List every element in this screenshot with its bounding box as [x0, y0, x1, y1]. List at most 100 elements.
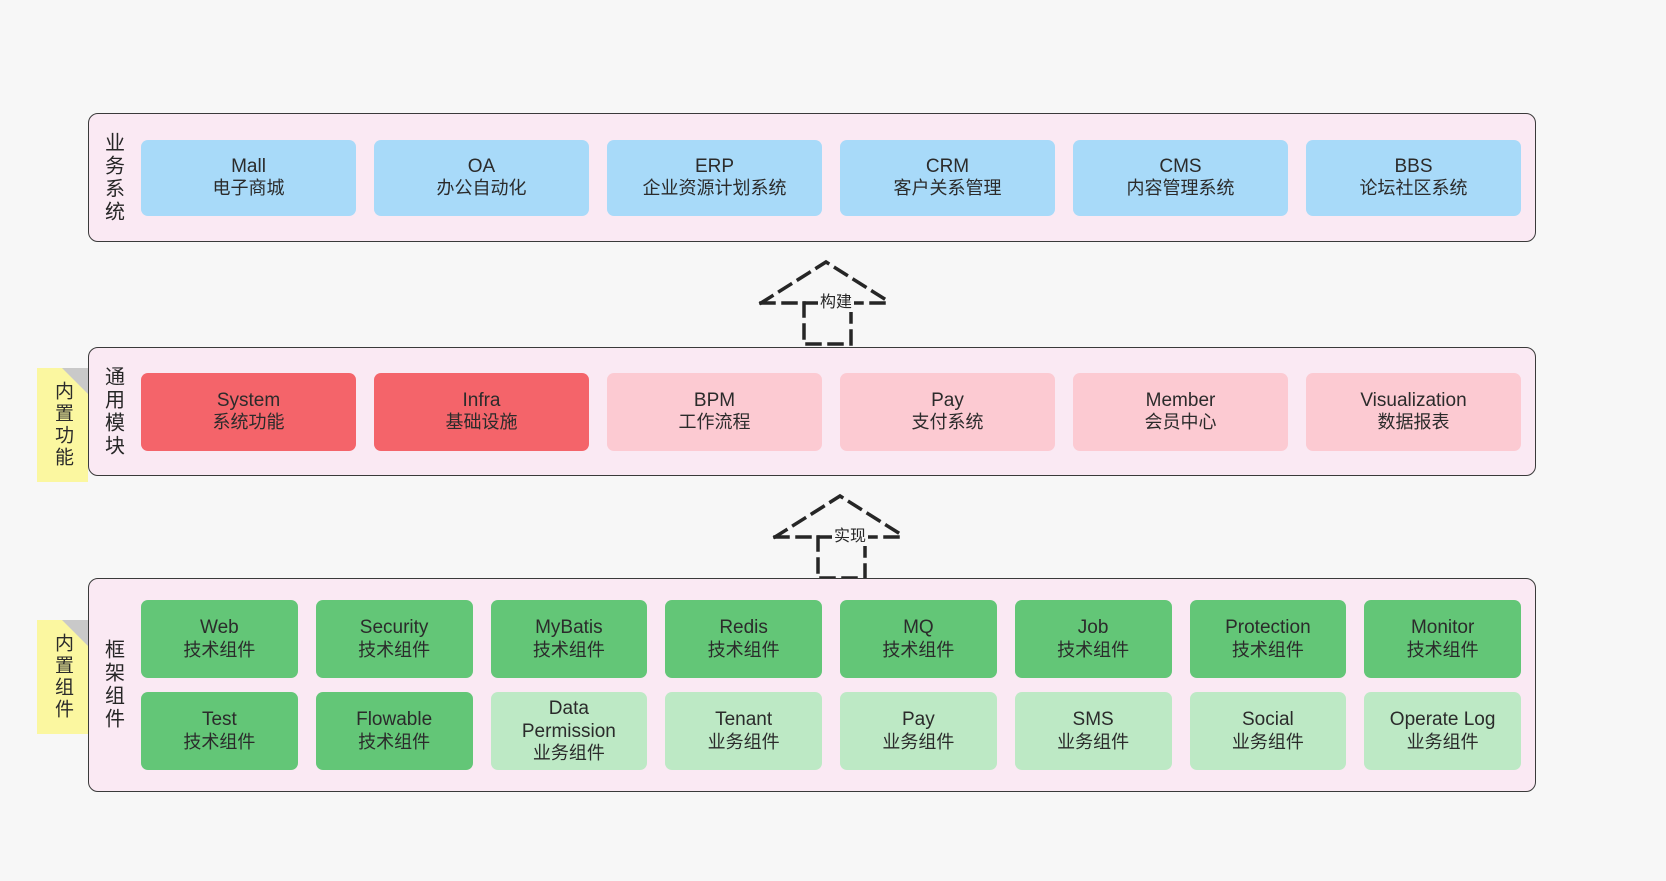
box-title-en: Data Permission [521, 697, 616, 743]
box-title-en: Member [1145, 389, 1216, 411]
sticky-note-label: 内置组件 [52, 633, 73, 721]
box-title-en: Redis [719, 617, 768, 639]
box-title-cn: 工作流程 [678, 412, 751, 433]
layer-business-title: 业务系统 [101, 131, 124, 224]
box-title-en: OA [467, 155, 496, 177]
framework-box-monitor[interactable]: Monitor 技术组件 [1364, 600, 1521, 678]
box-title-en: Web [200, 617, 239, 639]
arrow-build-label: 构建 [818, 288, 855, 312]
box-title-en: CRM [925, 155, 970, 177]
layer-modules-body: System 系统功能 Infra 基础设施 BPM 工作流程 Pay 支付系统… [135, 348, 1535, 475]
box-title-cn: 会员中心 [1144, 412, 1217, 433]
box-title-cn: 数据报表 [1377, 412, 1450, 433]
box-title-en: MyBatis [535, 617, 603, 639]
framework-box-sms[interactable]: SMS 业务组件 [1014, 692, 1172, 770]
layer-business-body: Mall 电子商城 OA 办公自动化 ERP 企业资源计划系统 CRM 客户关系… [135, 114, 1535, 241]
box-title-en: SMS [1072, 709, 1114, 731]
layer-common-modules: 通用模块 System 系统功能 Infra 基础设施 BPM 工作流程 Pay… [88, 347, 1536, 476]
business-box-mall[interactable]: Mall 电子商城 [141, 139, 356, 216]
box-title-cn: 技术组件 [183, 731, 256, 752]
box-title-cn: 技术组件 [358, 639, 431, 660]
box-title-en: Infra [462, 389, 501, 411]
framework-box-operate-log[interactable]: Operate Log 业务组件 [1364, 692, 1521, 770]
sticky-note-label: 内置功能 [52, 381, 73, 469]
box-title-en: Flowable [356, 709, 433, 731]
box-title-en: BPM [693, 389, 736, 411]
box-title-cn: 内容管理系统 [1126, 178, 1235, 199]
framework-box-redis[interactable]: Redis 技术组件 [665, 600, 822, 678]
framework-box-job[interactable]: Job 技术组件 [1014, 600, 1172, 678]
business-box-bbs[interactable]: BBS 论坛社区系统 [1306, 139, 1521, 216]
sticky-note-builtin-features: 内置功能 [37, 368, 88, 482]
box-title-en: Job [1077, 617, 1109, 639]
business-systems-row: Mall 电子商城 OA 办公自动化 ERP 企业资源计划系统 CRM 客户关系… [141, 139, 1521, 216]
framework-box-mybatis[interactable]: MyBatis 技术组件 [490, 600, 648, 678]
layer-modules-title: 通用模块 [101, 365, 124, 458]
framework-box-tenant[interactable]: Tenant 业务组件 [665, 692, 822, 770]
layer-framework-components: 框架组件 Web 技术组件 Security 技术组件 MyBatis 技术组件… [88, 578, 1536, 792]
module-box-infra[interactable]: Infra 基础设施 [374, 372, 589, 451]
framework-box-test[interactable]: Test 技术组件 [141, 692, 298, 770]
module-box-pay[interactable]: Pay 支付系统 [840, 372, 1055, 451]
framework-box-mq[interactable]: MQ 技术组件 [840, 600, 997, 678]
layer-framework-title: 框架组件 [101, 639, 124, 731]
box-title-cn: 技术组件 [882, 639, 955, 660]
box-title-en: System [216, 389, 281, 411]
box-title-en: Test [201, 709, 237, 731]
box-title-cn: 技术组件 [532, 639, 605, 660]
box-title-en: CMS [1159, 155, 1202, 177]
business-box-cms[interactable]: CMS 内容管理系统 [1073, 139, 1288, 216]
module-box-system[interactable]: System 系统功能 [141, 372, 356, 451]
box-title-cn: 企业资源计划系统 [642, 178, 787, 199]
framework-row-tech: Web 技术组件 Security 技术组件 MyBatis 技术组件 Redi… [141, 600, 1521, 678]
business-box-crm[interactable]: CRM 客户关系管理 [840, 139, 1055, 216]
box-title-en: Monitor [1410, 617, 1475, 639]
framework-box-flowable[interactable]: Flowable 技术组件 [315, 692, 473, 770]
box-title-en: Tenant [715, 709, 773, 731]
box-title-cn: 业务组件 [882, 731, 955, 752]
framework-box-security[interactable]: Security 技术组件 [315, 600, 473, 678]
module-box-bpm[interactable]: BPM 工作流程 [607, 372, 822, 451]
box-title-cn: 技术组件 [707, 639, 780, 660]
box-title-en: Social [1242, 709, 1294, 731]
box-title-cn: 系统功能 [212, 412, 285, 433]
framework-box-pay[interactable]: Pay 业务组件 [840, 692, 997, 770]
business-box-oa[interactable]: OA 办公自动化 [374, 139, 589, 216]
arrow-implement: 实现 [770, 492, 920, 582]
box-title-en: Pay [931, 389, 964, 411]
box-title-en: Operate Log [1389, 709, 1496, 731]
box-title-en: Protection [1225, 617, 1311, 639]
framework-box-web[interactable]: Web 技术组件 [141, 600, 298, 678]
box-title-cn: 电子商城 [212, 178, 285, 199]
box-title-en: BBS [1394, 155, 1433, 177]
framework-box-data-permission[interactable]: Data Permission 业务组件 [490, 692, 648, 770]
box-title-cn: 技术组件 [1057, 639, 1130, 660]
common-modules-row: System 系统功能 Infra 基础设施 BPM 工作流程 Pay 支付系统… [141, 372, 1521, 451]
business-box-erp[interactable]: ERP 企业资源计划系统 [607, 139, 822, 216]
page-fold-icon [62, 368, 88, 394]
layer-framework-body: Web 技术组件 Security 技术组件 MyBatis 技术组件 Redi… [135, 579, 1535, 791]
arrow-build: 构建 [756, 258, 906, 348]
page-fold-icon [62, 620, 88, 646]
box-title-cn: 业务组件 [707, 731, 780, 752]
module-box-visualization[interactable]: Visualization 数据报表 [1306, 372, 1521, 451]
box-title-en: Mall [231, 155, 266, 177]
box-title-en: Visualization [1360, 389, 1467, 411]
box-title-en: ERP [694, 155, 735, 177]
module-box-member[interactable]: Member 会员中心 [1073, 372, 1288, 451]
box-title-en: Pay [902, 709, 935, 731]
framework-box-protection[interactable]: Protection 技术组件 [1189, 600, 1347, 678]
box-title-cn: 办公自动化 [436, 178, 527, 199]
box-title-en: Security [359, 617, 429, 639]
layer-business-systems: 业务系统 Mall 电子商城 OA 办公自动化 ERP 企业资源计划系统 CRM… [88, 113, 1536, 242]
box-title-cn: 支付系统 [911, 412, 984, 433]
box-title-cn: 客户关系管理 [893, 178, 1002, 199]
sticky-note-builtin-components: 内置组件 [37, 620, 88, 734]
framework-row-business: Test 技术组件 Flowable 技术组件 Data Permission … [141, 692, 1521, 770]
framework-box-social[interactable]: Social 业务组件 [1189, 692, 1347, 770]
box-title-cn: 业务组件 [1057, 731, 1130, 752]
box-title-cn: 技术组件 [1231, 639, 1304, 660]
box-title-cn: 业务组件 [1231, 731, 1304, 752]
box-title-cn: 技术组件 [183, 639, 256, 660]
box-title-cn: 业务组件 [1406, 731, 1479, 752]
